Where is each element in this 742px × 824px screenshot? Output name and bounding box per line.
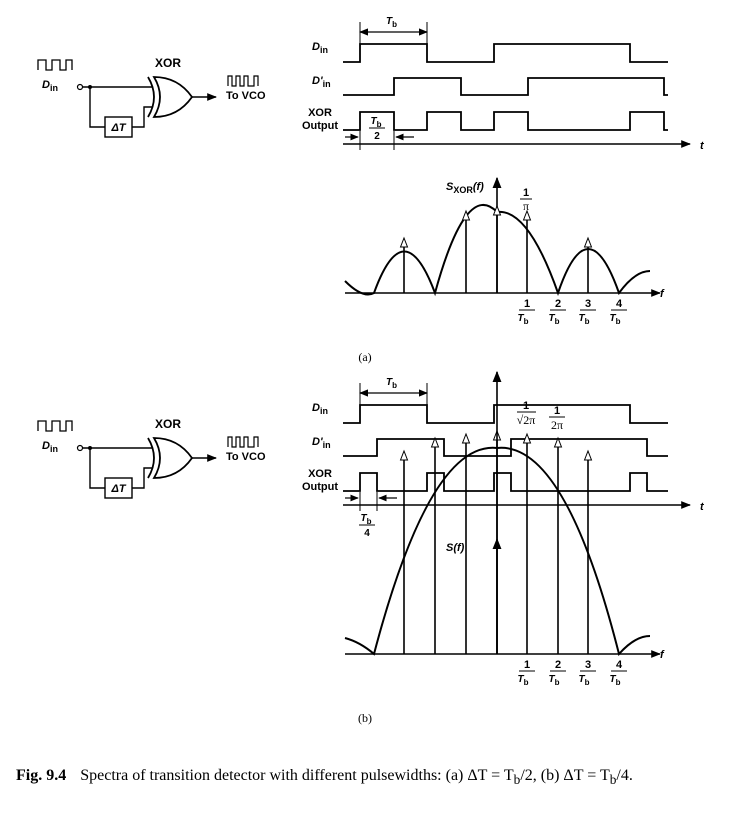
delay-label: ΔT — [110, 122, 126, 134]
peak2-label-den: 2π — [551, 418, 563, 432]
caption-end: /4. — [616, 767, 633, 784]
spectral-line-3-arrowhead — [461, 432, 471, 444]
spectral-line-6-arrowhead — [583, 449, 593, 461]
caption-label: Fig. 9.4 — [16, 767, 67, 784]
spectral-line-5-arrowhead — [553, 436, 563, 448]
xor-input-arc — [147, 437, 155, 479]
period-label: Tb — [386, 16, 397, 29]
panel-label-b: (b) — [358, 711, 372, 725]
xor-gate-label: XOR — [155, 417, 181, 431]
delay-wire-in — [89, 87, 105, 128]
row-label-output: Output — [302, 120, 338, 132]
caption-sub-2: b — [609, 772, 617, 788]
delay-wire-in — [89, 448, 105, 489]
time-axis-label: t — [700, 140, 705, 152]
tick-label-den: Tb — [579, 674, 590, 687]
pulse-label-num: Tb — [361, 513, 372, 526]
output-label: To VCO — [226, 451, 266, 463]
tick-label-den: Tb — [549, 674, 560, 687]
pulse-label-den: 4 — [364, 528, 370, 539]
tick-label-num: 1 — [524, 298, 530, 310]
xor-input-arc — [147, 76, 155, 118]
row-label-output: Output — [302, 481, 338, 493]
tick-label-den: Tb — [610, 674, 621, 687]
panel-label-a: (a) — [358, 350, 371, 364]
tick-label-num: 3 — [585, 659, 591, 671]
waveform-xor-output — [343, 472, 668, 492]
row-label-din-delayed: D'in — [312, 75, 331, 89]
input-label-din: Din — [42, 79, 58, 93]
tick-label-num: 2 — [555, 298, 561, 310]
spectral-line-3-arrowhead — [522, 209, 532, 221]
tick-label-num: 3 — [585, 298, 591, 310]
tick-label-den: Tb — [579, 313, 590, 326]
input-terminal — [76, 444, 84, 452]
row-label-din-delayed: D'in — [312, 436, 331, 450]
row-label-din: Din — [312, 402, 328, 416]
caption-sub-1: b — [513, 772, 521, 788]
spectral-line-4-arrowhead — [583, 236, 593, 248]
waveform-din-delayed — [343, 77, 668, 96]
spectral-line-2-arrowhead — [430, 436, 440, 448]
tick-label-num: 2 — [555, 659, 561, 671]
peak-label-num: 1 — [523, 400, 529, 412]
tick-label-num: 4 — [616, 659, 623, 671]
figure-caption: Fig. 9.4 Spectra of transition detector w… — [16, 760, 728, 795]
input-waveform-icon — [37, 59, 73, 71]
delay-wire-out — [132, 467, 153, 489]
peak-label-num: 1 — [523, 187, 529, 199]
delay-label: ΔT — [110, 483, 126, 495]
waveform-din — [343, 43, 668, 63]
spectrum-y-label: S(f) — [446, 542, 465, 554]
frequency-axis-label: f — [660, 649, 665, 661]
delay-wire-out — [132, 106, 153, 128]
waveform-din — [343, 404, 668, 424]
period-label: Tb — [386, 377, 397, 390]
input-terminal — [76, 83, 84, 91]
input-waveform-icon — [37, 420, 73, 432]
output-pulse-icon — [227, 75, 259, 87]
pulse-label-num: Tb — [371, 116, 382, 129]
tick-label-den: Tb — [518, 674, 529, 687]
output-label: To VCO — [226, 90, 266, 102]
waveform-xor-output — [343, 111, 668, 131]
tick-label-num: 4 — [616, 298, 623, 310]
row-label-din: Din — [312, 41, 328, 55]
spectral-line-1-arrowhead — [399, 236, 409, 248]
tick-label-den: Tb — [518, 313, 529, 326]
row-label-xor: XOR — [308, 468, 332, 480]
spectral-line-2-arrowhead — [461, 209, 471, 221]
row-label-xor: XOR — [308, 107, 332, 119]
xor-gate-body — [152, 437, 194, 479]
tick-label-den: Tb — [610, 313, 621, 326]
spectral-line-center-arrowhead — [492, 204, 502, 216]
time-axis-label: t — [700, 501, 705, 513]
xor-gate-label: XOR — [155, 56, 181, 70]
xor-gate-body — [152, 76, 194, 118]
caption-mid: /2, (b) ΔT = T — [520, 767, 610, 784]
spectral-line-1-arrowhead — [399, 449, 409, 461]
spectrum-y-label: SXOR(f) — [446, 181, 484, 195]
peak2-label-num: 1 — [554, 405, 560, 417]
tick-label-num: 1 — [524, 659, 530, 671]
pulse-label-den: 2 — [374, 131, 380, 142]
caption-text: Spectra of transition detector with diff… — [80, 767, 514, 784]
peak-label-den: √2π — [517, 413, 536, 427]
spectral-line-4-arrowhead — [522, 432, 532, 444]
frequency-axis-label: f — [660, 288, 665, 300]
tick-label-den: Tb — [549, 313, 560, 326]
input-label-din: Din — [42, 440, 58, 454]
waveform-din-delayed — [343, 438, 668, 457]
output-pulse-icon — [227, 436, 259, 448]
peak-label-den: π — [523, 199, 529, 213]
